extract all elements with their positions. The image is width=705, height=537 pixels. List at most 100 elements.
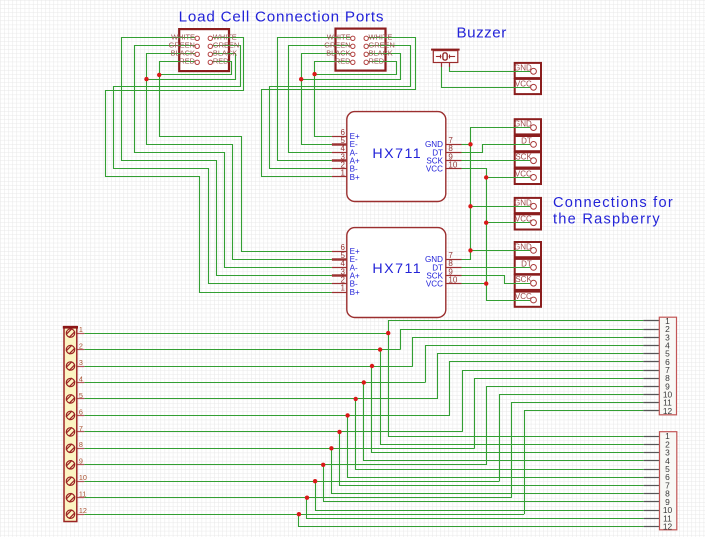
svg-text:GND: GND [514,198,532,207]
svg-text:12: 12 [663,522,673,532]
svg-text:1: 1 [665,431,670,441]
svg-text:8: 8 [448,144,453,153]
svg-text:3: 3 [79,358,83,367]
svg-text:3: 3 [340,152,345,161]
svg-text:DT: DT [432,263,443,272]
svg-text:Connections for: Connections for [553,195,674,211]
svg-text:VCC: VCC [515,79,532,88]
svg-text:6: 6 [340,243,345,252]
svg-text:11: 11 [79,490,86,499]
svg-text:GND: GND [514,120,532,129]
svg-text:B-: B- [350,280,358,289]
svg-text:E-: E- [350,140,358,149]
svg-text:WHITE: WHITE [369,33,393,42]
svg-text:BLACK: BLACK [171,49,195,58]
svg-text:11: 11 [663,398,672,408]
svg-text:12: 12 [79,506,87,515]
svg-text:2: 2 [665,324,670,334]
svg-text:the Raspberry: the Raspberry [553,211,661,227]
svg-text:SCK: SCK [426,157,443,166]
svg-text:1: 1 [340,284,345,293]
svg-text:A-: A- [350,263,358,272]
svg-text:8: 8 [79,440,83,449]
svg-text:GREEN: GREEN [369,41,395,50]
svg-text:HX711: HX711 [372,261,422,277]
svg-text:Buzzer: Buzzer [457,25,507,42]
svg-text:9: 9 [665,381,670,391]
svg-text:BLACK: BLACK [369,49,393,58]
svg-text:10: 10 [663,390,673,400]
svg-text:6: 6 [79,407,83,416]
svg-text:VCC: VCC [515,215,532,224]
svg-text:WHITE: WHITE [213,33,237,42]
svg-text:VCC: VCC [426,280,443,289]
svg-text:8: 8 [448,259,453,268]
svg-text:7: 7 [448,251,453,260]
svg-text:A+: A+ [350,272,360,281]
svg-text:GND: GND [425,140,443,149]
svg-text:SCK: SCK [426,272,443,281]
svg-text:E+: E+ [350,132,360,141]
svg-text:WHITE: WHITE [171,33,195,42]
svg-text:5: 5 [79,391,83,400]
svg-text:2: 2 [340,276,345,285]
svg-text:8: 8 [665,489,670,499]
svg-text:E+: E+ [350,247,360,256]
svg-text:VCC: VCC [426,165,443,174]
svg-text:5: 5 [665,349,670,359]
svg-text:11: 11 [663,513,672,523]
svg-text:RED: RED [335,57,351,66]
svg-text:A-: A- [350,148,358,157]
svg-text:2: 2 [340,161,345,170]
svg-text:7: 7 [448,136,453,145]
svg-text:SCK: SCK [515,275,532,284]
svg-text:GREEN: GREEN [169,41,195,50]
svg-text:SCK: SCK [515,153,532,162]
svg-text:1: 1 [79,325,83,334]
svg-text:RED: RED [179,57,195,66]
svg-text:1: 1 [665,316,670,326]
svg-text:DT: DT [432,148,443,157]
svg-text:4: 4 [79,374,83,383]
svg-text:GREEN: GREEN [213,41,239,50]
svg-text:B+: B+ [350,173,360,182]
svg-text:6: 6 [665,472,670,482]
svg-text:9: 9 [79,457,83,466]
svg-text:8: 8 [665,373,670,383]
svg-text:GND: GND [514,242,532,251]
svg-text:1: 1 [340,169,345,178]
svg-text:2: 2 [665,439,670,449]
svg-text:WHITE: WHITE [327,33,351,42]
svg-text:5: 5 [665,464,670,474]
svg-text:4: 4 [665,456,670,466]
svg-text:7: 7 [665,365,670,375]
svg-text:3: 3 [340,267,345,276]
svg-text:BLACK: BLACK [213,49,237,58]
svg-text:10: 10 [79,473,87,482]
svg-text:Load Cell Connection Ports: Load Cell Connection Ports [179,9,385,26]
svg-text:B-: B- [350,165,358,174]
svg-text:DT: DT [521,136,532,145]
svg-text:9: 9 [448,267,453,276]
svg-text:RED: RED [213,57,229,66]
svg-text:3: 3 [665,448,670,458]
svg-text:9: 9 [665,497,670,507]
svg-text:5: 5 [340,136,345,145]
svg-text:10: 10 [448,276,457,285]
svg-text:4: 4 [340,144,345,153]
svg-text:RED: RED [369,57,385,66]
svg-text:GREEN: GREEN [324,41,350,50]
svg-text:7: 7 [665,481,670,491]
svg-text:3: 3 [665,332,670,342]
svg-text:HX711: HX711 [372,146,422,162]
svg-text:5: 5 [340,251,345,260]
svg-text:6: 6 [340,128,345,137]
svg-text:2: 2 [79,342,83,351]
svg-text:B+: B+ [350,288,360,297]
svg-text:9: 9 [448,152,453,161]
svg-text:DT: DT [521,259,532,268]
svg-text:4: 4 [340,259,345,268]
svg-text:GND: GND [514,63,532,72]
svg-text:A+: A+ [350,157,360,166]
svg-text:12: 12 [663,406,673,416]
